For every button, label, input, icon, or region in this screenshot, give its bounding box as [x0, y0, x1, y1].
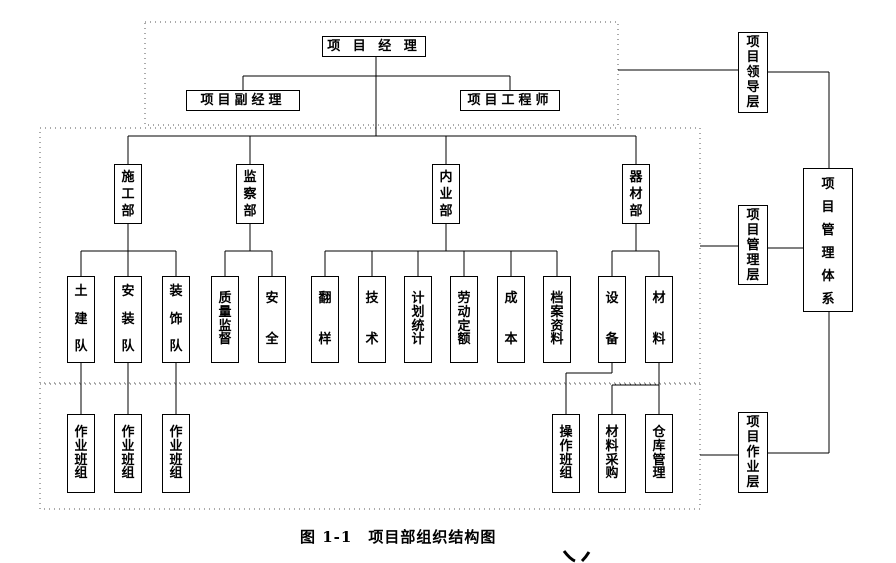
node-warehouse-management: 仓 库 管 理 [645, 414, 673, 493]
leadership-region [144, 21, 619, 126]
management-region [39, 127, 701, 384]
node-material: 材 料 [645, 276, 673, 363]
node-work-team-3: 作 业 班 组 [162, 414, 190, 493]
node-plan-statistics: 计 划 统 计 [404, 276, 432, 363]
scan-mark-icon [562, 550, 591, 563]
node-deputy-manager: 项目副经理 [186, 90, 300, 111]
node-project-manager: 项 目 经 理 [322, 36, 426, 57]
node-decoration-team: 装 饰 队 [162, 276, 190, 363]
node-labor-quota: 劳 动 定 额 [450, 276, 478, 363]
operation-region [39, 383, 701, 510]
node-quality-supervision: 质 量 监 督 [211, 276, 239, 363]
node-material-purchase: 材 料 采 购 [598, 414, 626, 493]
node-cost: 成 本 [497, 276, 525, 363]
level-management: 项 目 管 理 层 [738, 205, 768, 285]
node-device: 设 备 [598, 276, 626, 363]
node-civil-team: 土 建 队 [67, 276, 95, 363]
node-work-team-2: 作 业 班 组 [114, 414, 142, 493]
dotted-region-frames [39, 21, 701, 510]
level-operation: 项 目 作 业 层 [738, 412, 768, 493]
node-install-team: 安 装 队 [114, 276, 142, 363]
node-construction-dept: 施 工 部 [114, 164, 142, 224]
node-safety: 安 全 [258, 276, 286, 363]
management-system-box: 项 目 管 理 体 系 [803, 168, 853, 312]
node-equipment-dept: 器 材 部 [622, 164, 650, 224]
level-leadership: 项 目 领 导 层 [738, 32, 768, 113]
node-technology: 技 术 [358, 276, 386, 363]
node-internal-dept: 内 业 部 [432, 164, 460, 224]
node-operation-team: 操 作 班 组 [552, 414, 580, 493]
node-work-team-1: 作 业 班 组 [67, 414, 95, 493]
tree-edges [80, 57, 830, 456]
node-archives: 档 案 资 料 [543, 276, 571, 363]
node-project-engineer: 项目工程师 [460, 90, 560, 111]
node-flip-layout: 翻 样 [311, 276, 339, 363]
figure-caption: 图 1-1 项目部组织结构图 [300, 528, 497, 546]
node-supervision-dept: 监 察 部 [236, 164, 264, 224]
